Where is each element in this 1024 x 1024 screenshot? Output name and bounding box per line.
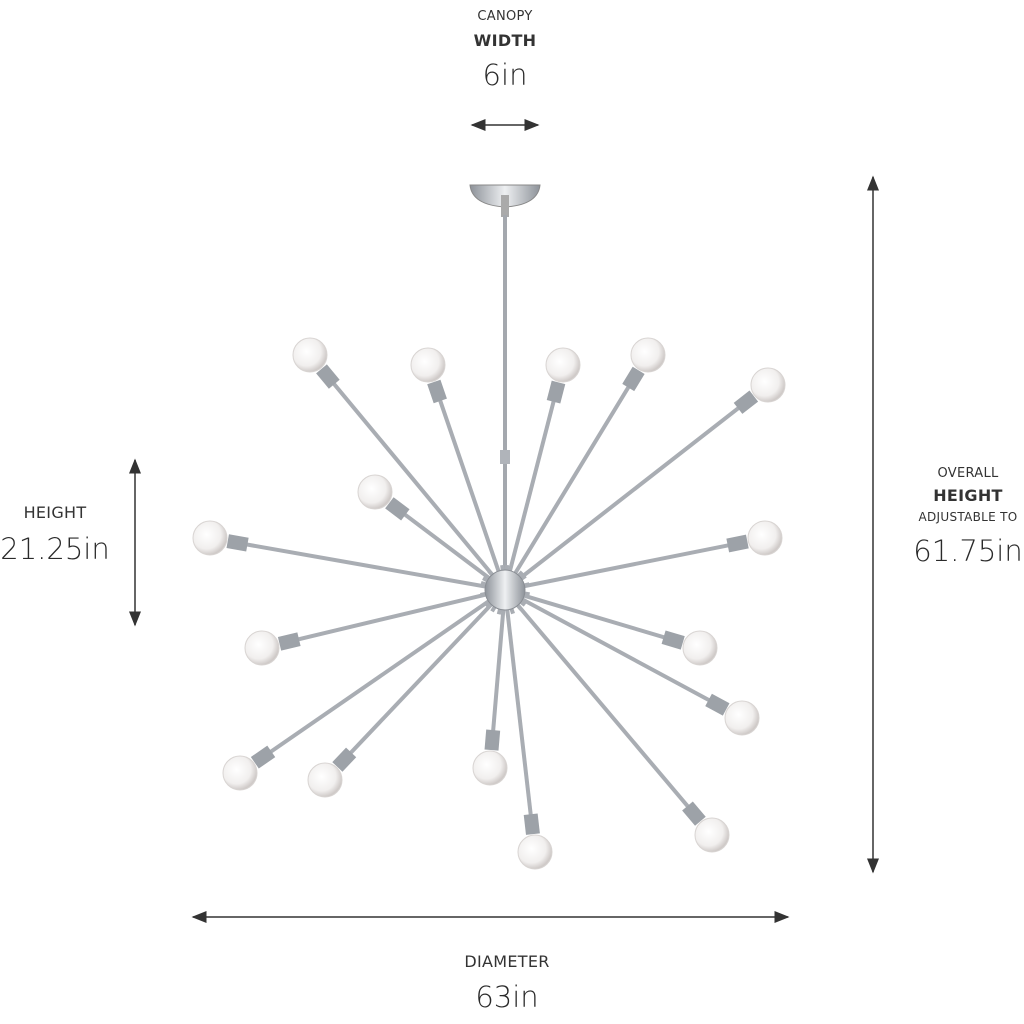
arm (487, 569, 700, 820)
socket (661, 630, 685, 650)
socket (733, 390, 759, 414)
diameter-value: 63in (475, 980, 539, 1014)
bulb (517, 834, 553, 870)
bulb (630, 337, 666, 373)
bulb (545, 347, 581, 383)
bulb (682, 630, 718, 666)
bulb (750, 367, 786, 403)
overall-value: 61.75in (913, 534, 1023, 568)
bulb (724, 700, 760, 736)
socket (427, 379, 447, 404)
bulb (472, 750, 508, 786)
bulb (410, 347, 446, 383)
height-value: 21.25in (0, 532, 110, 566)
socket (484, 729, 501, 751)
bulb (244, 630, 280, 666)
bulb (222, 755, 258, 791)
arms (192, 337, 786, 870)
socket (385, 497, 410, 521)
bulb (694, 817, 730, 853)
socket (726, 534, 749, 553)
bulb (307, 762, 343, 798)
canopy-label-1: CANOPY (477, 9, 533, 24)
socket (546, 380, 566, 404)
canopy (469, 184, 541, 217)
socket (622, 366, 645, 392)
socket (332, 747, 357, 772)
bulb (192, 520, 228, 556)
diameter-label: DIAMETER (464, 952, 550, 971)
bulb (747, 520, 783, 556)
socket (682, 801, 706, 826)
arm (484, 396, 752, 607)
socket (226, 534, 249, 552)
socket (250, 745, 276, 769)
overall-label-2: HEIGHT (933, 486, 1003, 505)
overall-label-3: ADJUSTABLE TO (918, 510, 1018, 524)
overall-label-1: OVERALL (937, 466, 999, 481)
arm (490, 372, 639, 613)
arm (322, 370, 523, 611)
height-label: HEIGHT (23, 503, 87, 522)
arm (256, 574, 527, 763)
socket (316, 364, 340, 389)
canopy-value: 6in (482, 58, 528, 92)
center-hub (484, 569, 526, 611)
socket (523, 813, 540, 835)
socket (705, 693, 730, 716)
canopy-label-2: WIDTH (473, 31, 537, 50)
arm (231, 539, 530, 597)
bulb (357, 474, 393, 510)
bulb (292, 337, 328, 373)
socket (277, 632, 301, 651)
